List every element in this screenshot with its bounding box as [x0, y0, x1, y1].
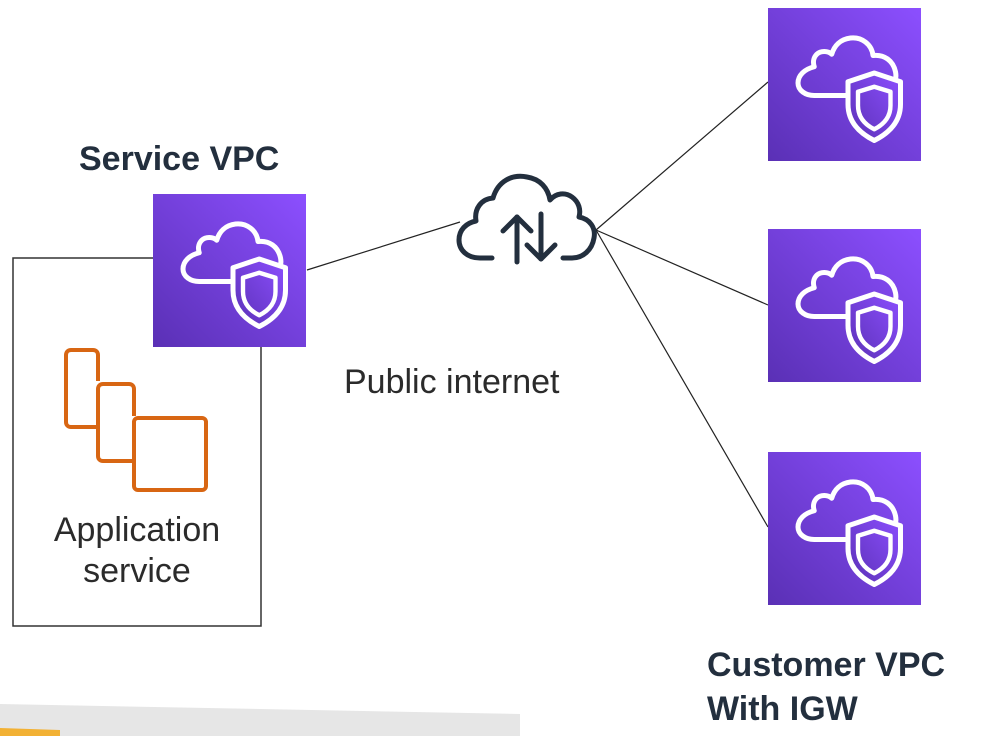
application-service-line2: service	[83, 551, 191, 590]
footer-decoration	[0, 704, 520, 736]
service-vpc-icon	[153, 194, 306, 347]
connection-lines	[306, 81, 769, 528]
line-internet-to-customer-1	[595, 81, 769, 231]
application-service-line1: Application	[53, 511, 221, 549]
ec2-instances-icon	[64, 348, 208, 492]
public-internet-label: Public internet	[344, 363, 560, 401]
customer-vpc-icon	[768, 229, 921, 382]
line-service-to-internet	[306, 221, 461, 271]
application-service-box	[12, 257, 262, 627]
line-internet-to-customer-2	[595, 229, 769, 306]
customer-vpc-icon	[768, 452, 921, 605]
customer-vpc-title-line1: Customer VPC	[707, 646, 946, 684]
line-internet-to-customer-3	[595, 229, 769, 528]
application-service-label: Application service	[17, 510, 257, 592]
customer-vpc-title-line2: With IGW	[707, 690, 858, 728]
customer-vpc-icon	[768, 8, 921, 161]
service-vpc-title: Service VPC	[79, 140, 280, 178]
internet-cloud-icon	[456, 173, 597, 265]
